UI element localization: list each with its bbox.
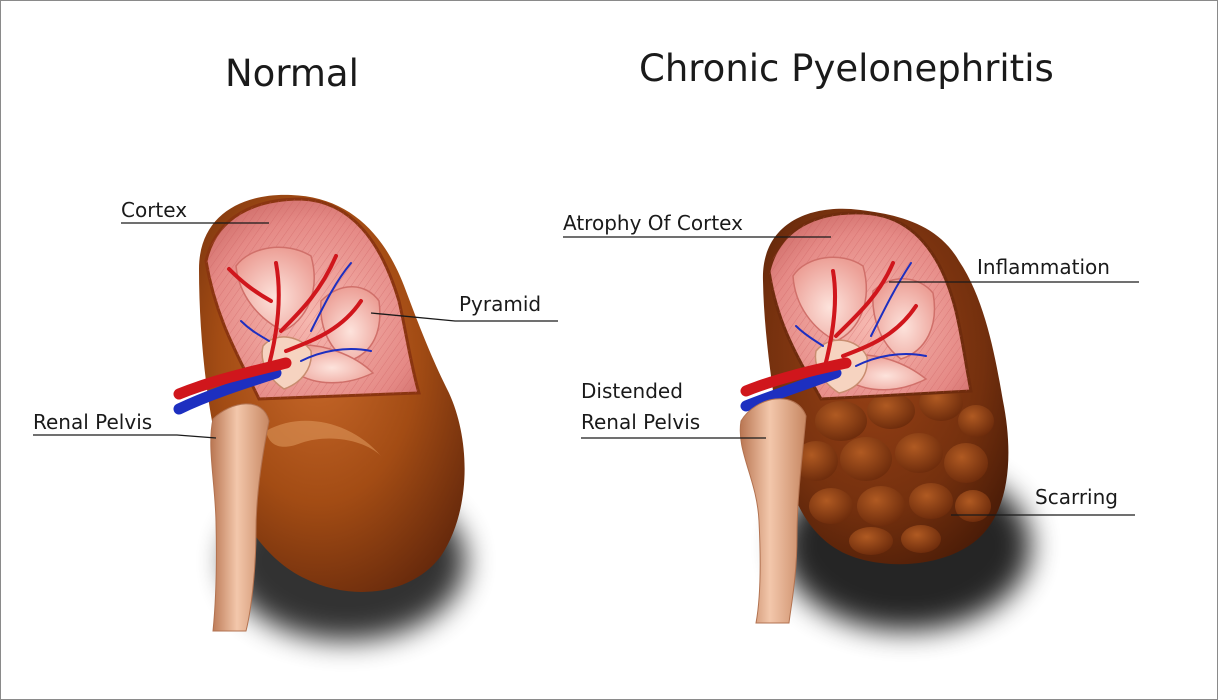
label-distended-renal-pelvis: Renal Pelvis xyxy=(581,412,700,432)
label-renal-pelvis: Renal Pelvis xyxy=(33,412,152,432)
diseased-ureter xyxy=(740,399,806,623)
heading-chronic-pyelonephritis: Chronic Pyelonephritis xyxy=(639,50,1054,87)
label-scarring: Scarring xyxy=(1035,487,1118,507)
normal-kidney xyxy=(179,191,466,641)
renal-pelvis-leader-line xyxy=(33,435,216,438)
heading-normal: Normal xyxy=(225,55,359,92)
label-inflammation: Inflammation xyxy=(977,257,1110,277)
label-distended: Distended xyxy=(581,381,683,401)
label-pyramid: Pyramid xyxy=(459,294,541,314)
label-atrophy-of-cortex: Atrophy Of Cortex xyxy=(563,213,743,233)
label-cortex: Cortex xyxy=(121,200,187,220)
